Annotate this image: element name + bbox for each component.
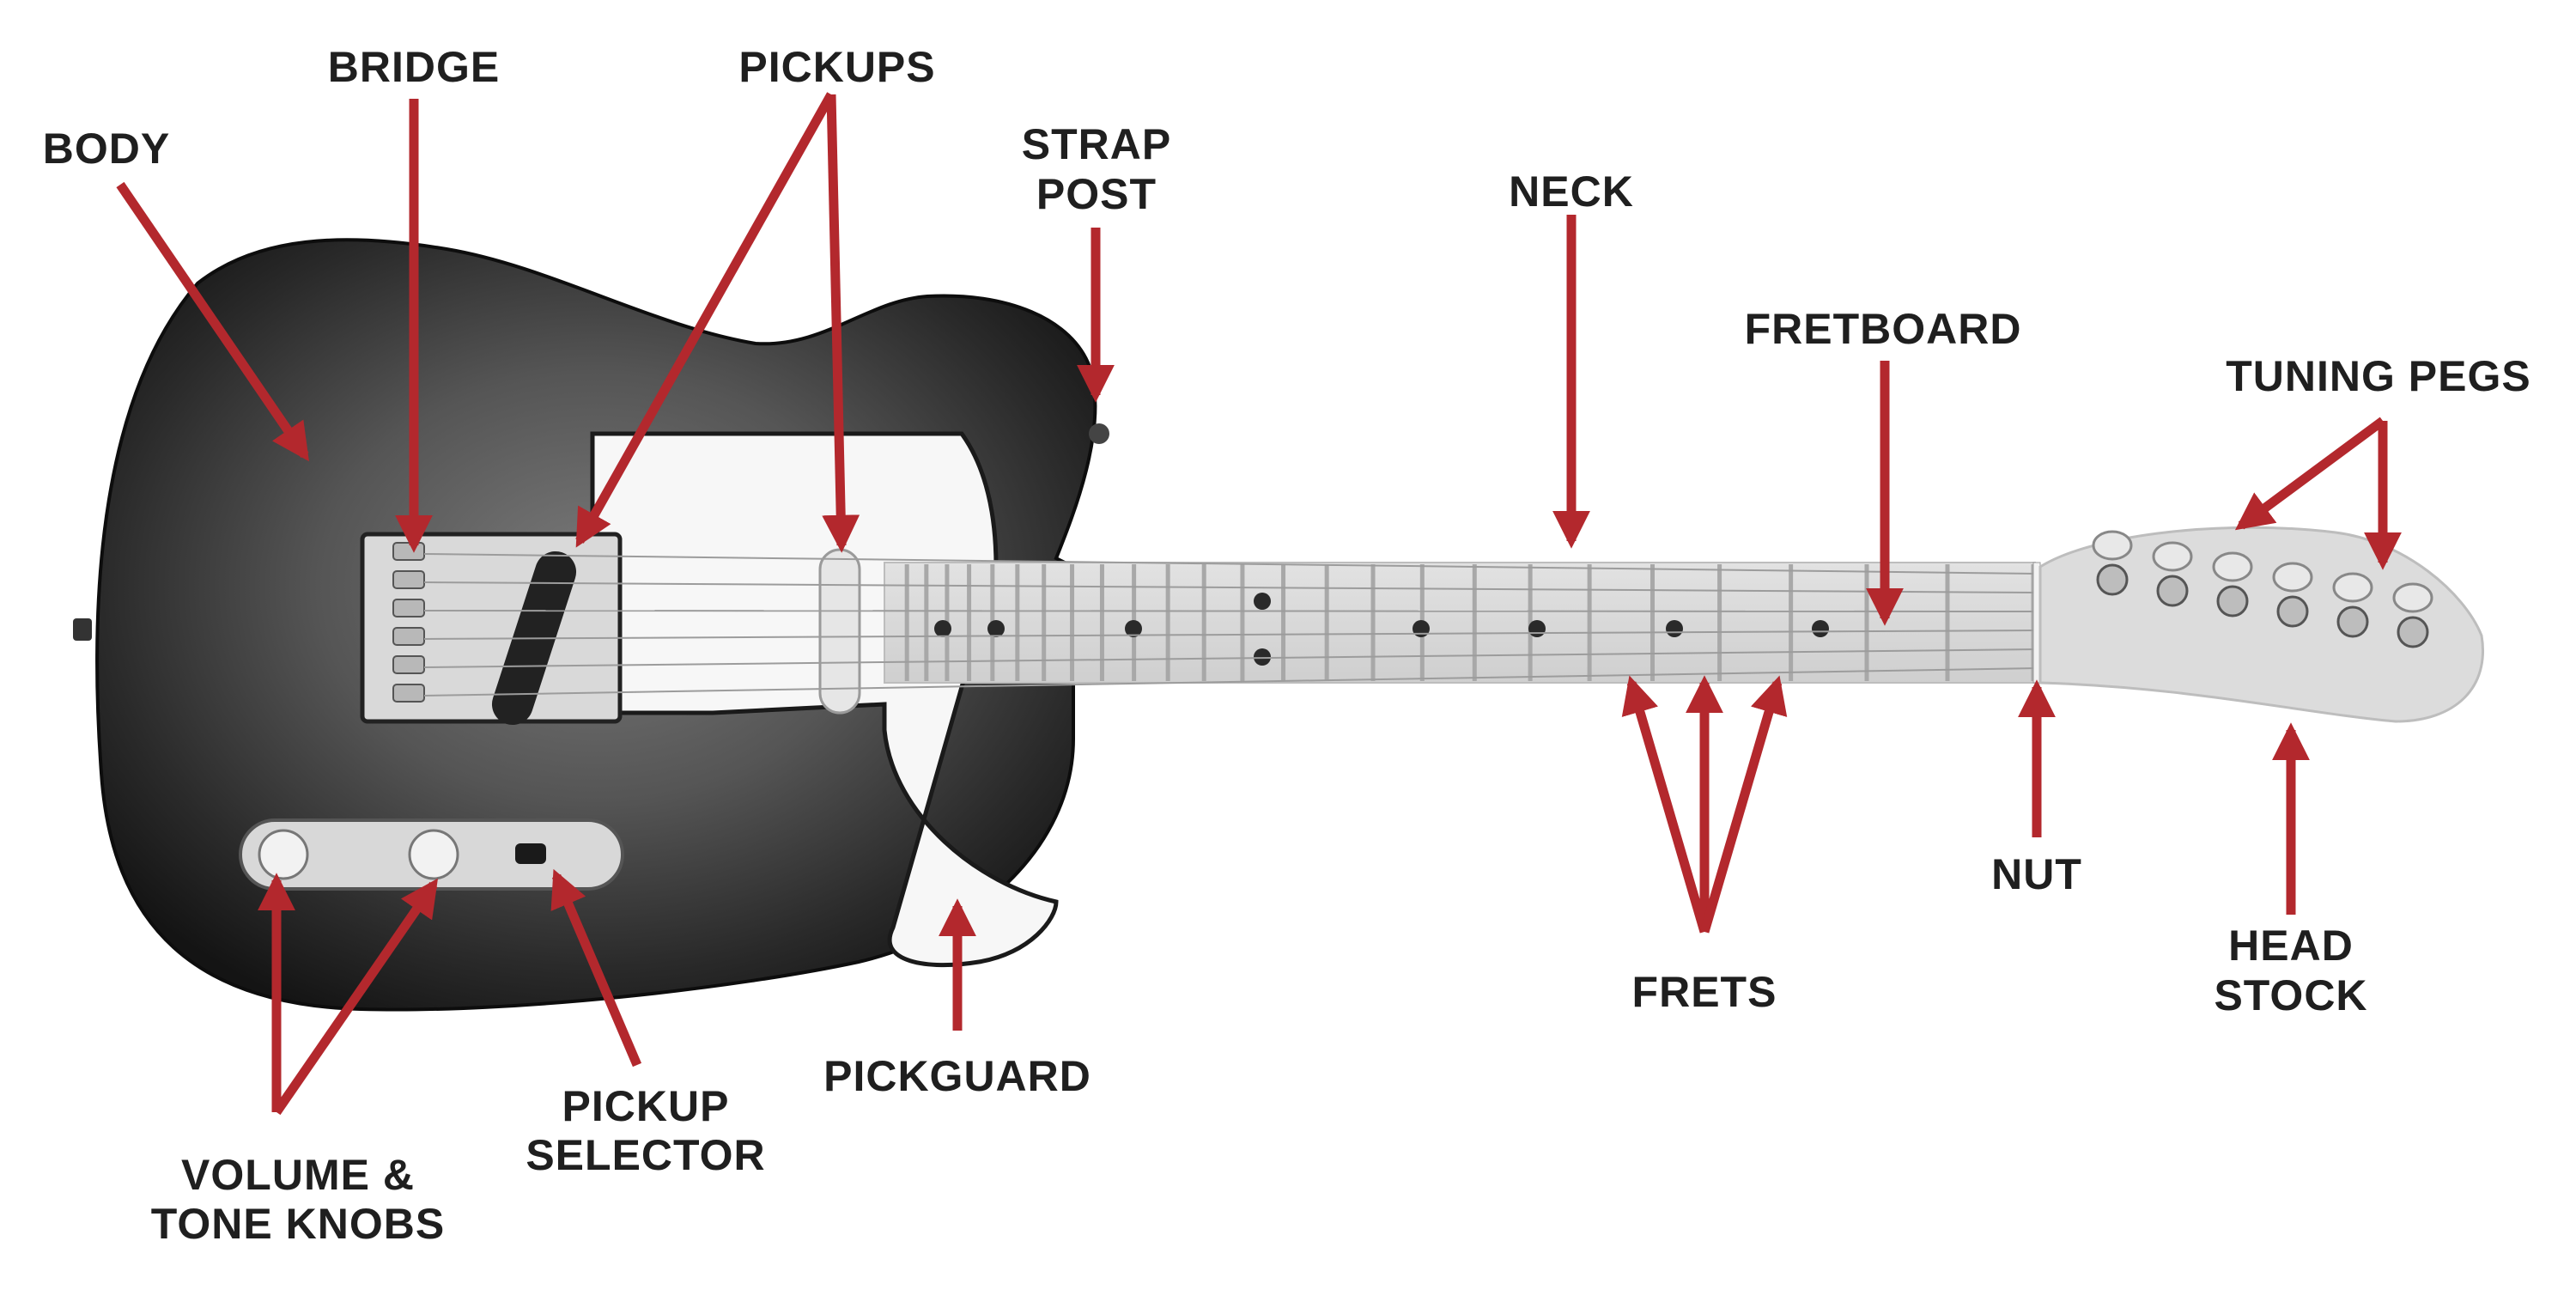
volume-knob xyxy=(258,829,309,880)
end-strap-post xyxy=(73,618,92,641)
tuning-peg-post xyxy=(2156,575,2189,607)
fret-marker xyxy=(1125,620,1142,637)
label-pickups: PICKUPS xyxy=(738,43,935,91)
fret-marker xyxy=(1254,648,1271,666)
tuning-peg-key xyxy=(2152,541,2193,572)
label-strap-post-line2: POST xyxy=(1036,170,1157,218)
label-head-stock-line1: HEAD xyxy=(2228,922,2354,970)
tuning-peg-post xyxy=(2216,585,2249,617)
strap-post xyxy=(1089,423,1109,444)
string xyxy=(423,667,2038,697)
neck xyxy=(884,562,2036,684)
tuning-peg-post xyxy=(2397,616,2429,648)
label-nut: NUT xyxy=(1991,850,2082,898)
label-frets: FRETS xyxy=(1632,968,1777,1016)
strings xyxy=(423,553,2038,697)
body-arrow xyxy=(116,181,309,462)
tone-knob xyxy=(408,829,459,880)
tuning-peg-key xyxy=(2392,582,2433,613)
label-head-stock-line2: STOCK xyxy=(2214,971,2367,1019)
arrows xyxy=(116,92,2402,1116)
pickup-selector-switch xyxy=(515,843,546,864)
labels: BODY BRIDGE PICKUPS STRAP POST NECK FRET… xyxy=(43,43,2530,1248)
tuning-pegs-arrow-left xyxy=(2234,417,2386,531)
tuning-peg-post xyxy=(2336,605,2369,638)
tuning-peg-key xyxy=(2212,551,2253,582)
label-pickguard: PICKGUARD xyxy=(823,1052,1091,1100)
label-pickup-selector-line2: SELECTOR xyxy=(526,1131,765,1179)
frets-arrow-3 xyxy=(1699,675,1788,934)
pickup-selector-arrow xyxy=(550,868,642,1068)
fret-marker xyxy=(987,620,1005,637)
string xyxy=(423,648,2038,668)
label-strap-post-line1: STRAP xyxy=(1022,120,1171,168)
fret-marker xyxy=(1666,620,1683,637)
tuning-peg-key xyxy=(2332,572,2373,603)
guitar-illustration xyxy=(73,238,2484,1012)
headstock xyxy=(2038,526,2484,723)
bridge xyxy=(360,532,623,726)
label-pickup-selector-line1: PICKUP xyxy=(562,1082,730,1130)
label-neck: NECK xyxy=(1509,167,1634,216)
tuning-peg-key xyxy=(2092,530,2133,561)
label-tuning-pegs: TUNING PEGS xyxy=(2226,352,2530,400)
frets xyxy=(904,564,2036,681)
string xyxy=(423,630,2038,640)
label-volume-tone-line2: TONE KNOBS xyxy=(151,1200,445,1248)
fret-marker xyxy=(1812,620,1829,637)
string xyxy=(423,553,2038,575)
string xyxy=(423,581,2038,593)
frets-arrow-1 xyxy=(1621,675,1710,934)
tuning-peg-post xyxy=(2096,563,2129,596)
label-bridge: BRIDGE xyxy=(328,43,500,91)
label-fretboard: FRETBOARD xyxy=(1745,305,2022,353)
tuning-peg-key xyxy=(2272,562,2313,593)
tuning-peg-post xyxy=(2276,595,2309,628)
fret-marker xyxy=(934,620,951,637)
label-volume-tone-line1: VOLUME & xyxy=(181,1151,415,1199)
fret-marker xyxy=(1528,620,1546,637)
fret-marker xyxy=(1413,620,1430,637)
fret-marker xyxy=(1254,593,1271,610)
control-plate xyxy=(239,818,624,891)
label-body: BODY xyxy=(43,125,170,173)
pickups-arrow-neck xyxy=(822,94,860,553)
pickups-arrow-bridge xyxy=(575,92,835,548)
tuning-pegs xyxy=(2092,530,2433,648)
tone-knob-arrow xyxy=(272,878,439,1116)
